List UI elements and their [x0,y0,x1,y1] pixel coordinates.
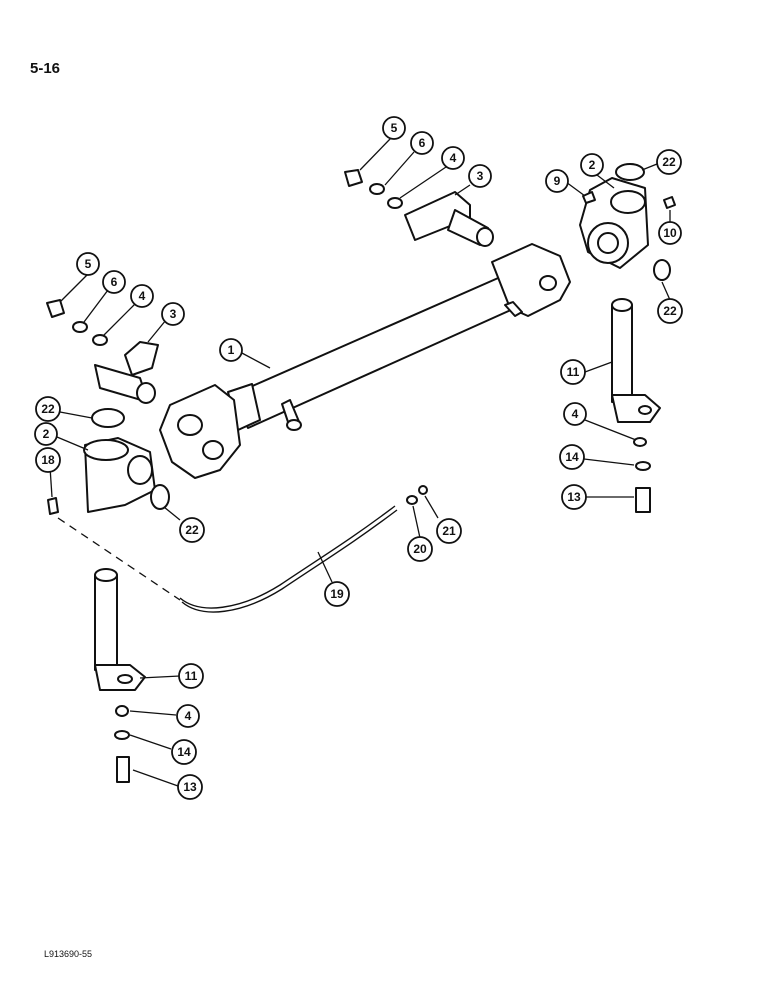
svg-text:18: 18 [41,453,55,467]
callout-4: 4 [563,402,587,426]
svg-text:6: 6 [419,136,426,150]
vertical-pin-right [611,298,661,513]
callout-13: 13 [561,484,587,510]
callout-6: 6 [410,131,434,155]
callout-18: 18 [35,447,61,473]
figure-code: L913690-55 [44,949,93,959]
svg-text:14: 14 [177,745,191,759]
callout-4: 4 [176,704,200,728]
hydraulic-cylinder [159,243,571,479]
callout-21: 21 [436,518,462,544]
svg-text:5: 5 [85,257,92,271]
svg-text:13: 13 [183,780,197,794]
callout-14: 14 [559,444,585,470]
callout-10: 10 [658,221,682,245]
callout-20: 20 [407,536,433,562]
callout-4: 4 [130,284,154,308]
callout-3: 3 [161,302,185,326]
svg-text:2: 2 [589,158,596,172]
svg-text:22: 22 [41,402,55,416]
svg-text:3: 3 [170,307,177,321]
callout-13: 13 [177,774,203,800]
callout-11: 11 [560,359,586,385]
svg-text:14: 14 [565,450,579,464]
svg-text:1: 1 [228,343,235,357]
callout-11: 11 [178,663,204,689]
callout-5: 5 [76,252,100,276]
callout-5: 5 [382,116,406,140]
svg-text:11: 11 [185,669,198,683]
svg-text:9: 9 [554,174,561,188]
callout-3: 3 [468,164,492,188]
svg-text:22: 22 [185,523,199,537]
svg-text:5: 5 [391,121,398,135]
svg-text:4: 4 [185,709,192,723]
callout-1: 1 [219,338,243,362]
svg-text:10: 10 [663,226,677,240]
grease-hose [57,485,428,613]
callout-14: 14 [171,739,197,765]
pivot-block-lower [47,408,170,515]
leader-lines [49,137,671,787]
svg-text:4: 4 [139,289,146,303]
pin-upper [344,169,494,247]
callout-4: 4 [441,146,465,170]
svg-text:2: 2 [43,427,50,441]
callout-22: 22 [179,517,205,543]
svg-text:19: 19 [330,587,344,601]
svg-text:22: 22 [663,304,677,318]
callout-9: 9 [545,169,569,193]
svg-text:11: 11 [567,365,580,379]
svg-text:3: 3 [477,169,484,183]
callout-2: 2 [34,422,58,446]
callout-19: 19 [324,581,350,607]
pivot-block-upper [579,163,676,281]
svg-text:13: 13 [567,490,581,504]
svg-text:4: 4 [450,151,457,165]
callout-22: 22 [656,149,682,175]
callout-22: 22 [35,396,61,422]
svg-text:22: 22 [662,155,676,169]
pin-left [46,299,159,404]
callout-6: 6 [102,270,126,294]
svg-text:21: 21 [442,524,456,538]
callout-2: 2 [580,153,604,177]
svg-text:20: 20 [413,542,427,556]
page-number: 5-16 [30,60,61,77]
svg-text:4: 4 [572,407,579,421]
vertical-pin-left [94,568,146,783]
callout-22: 22 [657,298,683,324]
svg-text:6: 6 [111,275,118,289]
